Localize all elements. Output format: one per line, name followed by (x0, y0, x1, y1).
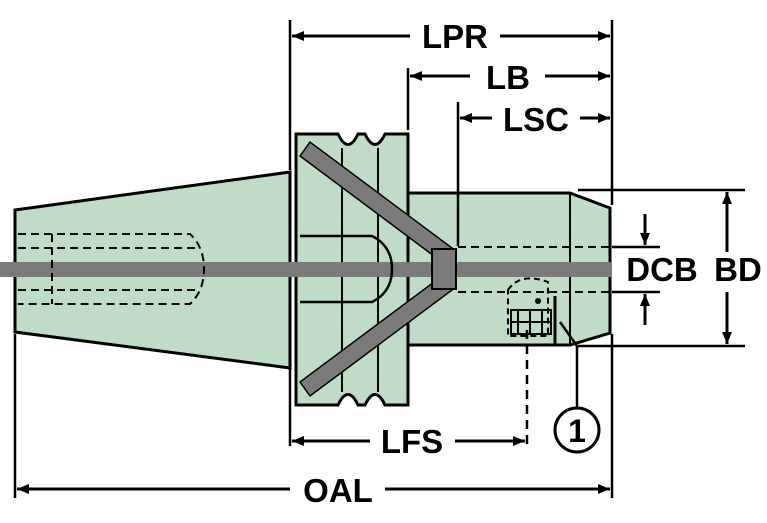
callout-circle (553, 406, 601, 454)
dim-lpr-label: LPR (422, 18, 488, 55)
coolant-center-channel (0, 262, 612, 277)
callout-leader-tip (558, 321, 579, 347)
flange-inner-bore (300, 234, 394, 304)
dim-lsc-label: LSC (503, 101, 569, 138)
set-screw-detail (507, 277, 552, 337)
dim-lb-label: LB (486, 59, 530, 96)
dim-bd-label: BD (714, 251, 762, 288)
rear-bore-hidden-lines (18, 233, 206, 305)
coolant-junction-block (431, 248, 457, 290)
dim-lfs-label: LFS (381, 423, 443, 460)
callout-number: 1 (568, 413, 586, 449)
dim-oal-label: OAL (303, 472, 373, 509)
dim-dcb-label: DCB (626, 251, 698, 288)
